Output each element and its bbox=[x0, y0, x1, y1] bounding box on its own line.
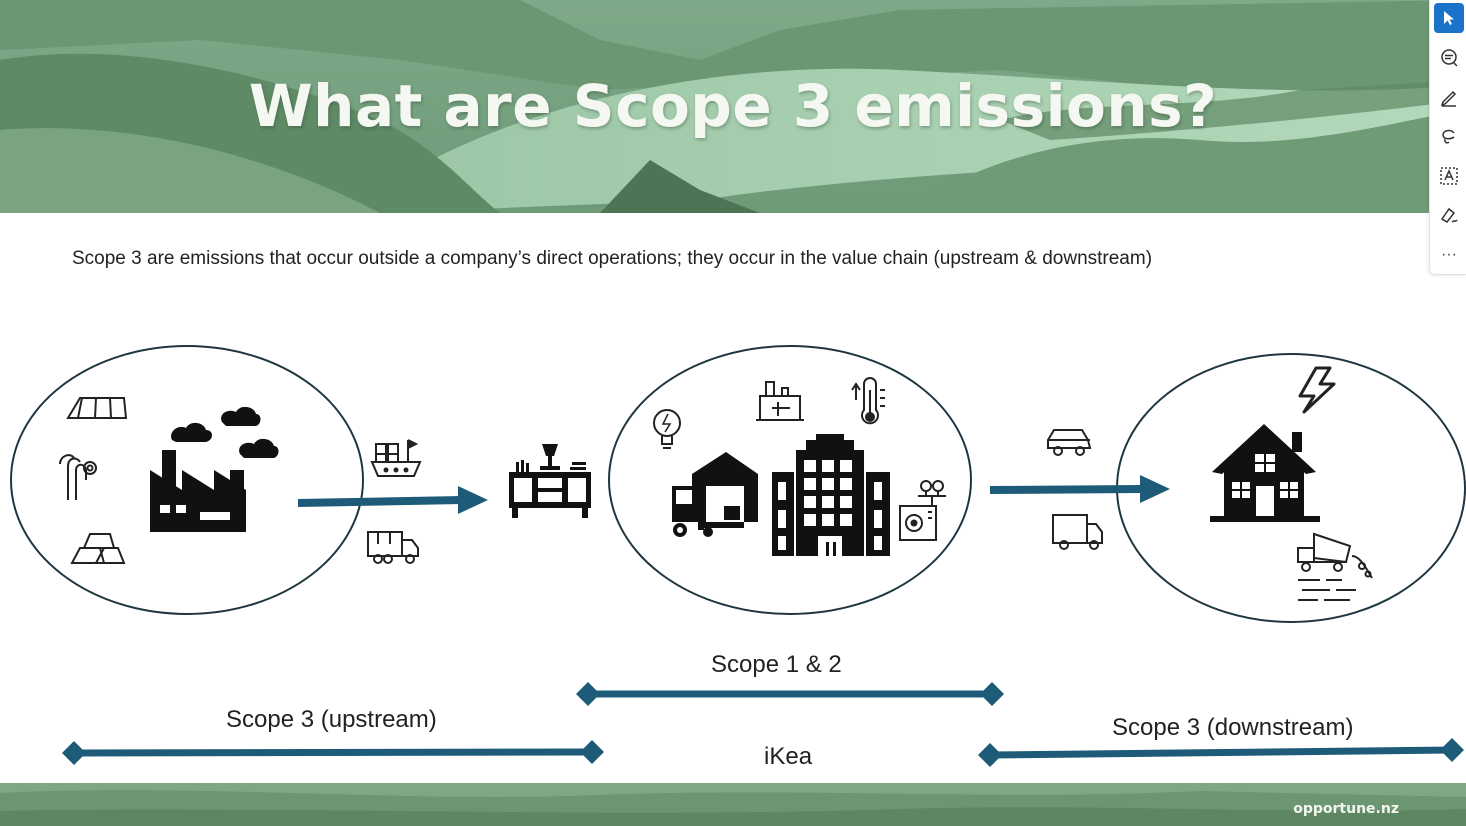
scope12-label: Scope 1 & 2 bbox=[711, 651, 842, 679]
thermometer-icon bbox=[852, 378, 885, 423]
company-label: iKea bbox=[764, 743, 812, 771]
sign-icon[interactable] bbox=[1434, 200, 1464, 230]
car-icon bbox=[1048, 430, 1090, 455]
house-icon bbox=[1210, 424, 1320, 522]
dump-truck-icon bbox=[1298, 534, 1372, 600]
lasso-icon[interactable] bbox=[1434, 122, 1464, 152]
downstream-flow-arrow bbox=[990, 475, 1170, 503]
plant-icon bbox=[756, 382, 804, 420]
text-select-icon[interactable] bbox=[1434, 161, 1464, 191]
scope12-span-line bbox=[576, 682, 1004, 706]
factory-icon bbox=[150, 407, 279, 532]
upstream-flow-arrow bbox=[298, 486, 488, 514]
warehouse-forklift-icon bbox=[672, 452, 758, 537]
refrigeration-icon bbox=[900, 481, 946, 540]
lightbulb-icon bbox=[654, 410, 680, 448]
more-options-icon[interactable]: ··· bbox=[1434, 240, 1464, 270]
footer-landscape-image bbox=[0, 783, 1466, 826]
metal-ingots-icon bbox=[72, 534, 124, 563]
comment-icon[interactable] bbox=[1434, 43, 1464, 73]
delivery-truck-icon bbox=[368, 532, 418, 563]
van-icon bbox=[1053, 515, 1102, 549]
scope3-downstream-label: Scope 3 (downstream) bbox=[1112, 714, 1353, 742]
scope3-upstream-label: Scope 3 (upstream) bbox=[226, 706, 437, 734]
select-arrow-icon[interactable] bbox=[1434, 3, 1464, 33]
pipes-icon bbox=[60, 455, 96, 500]
office-building-icon bbox=[772, 434, 890, 556]
annotation-toolbar: ··· bbox=[1429, 0, 1466, 275]
downstream-span-line bbox=[978, 738, 1464, 767]
lumber-icon bbox=[68, 398, 126, 418]
upstream-span-line bbox=[62, 740, 604, 765]
furniture-sideboard-icon bbox=[509, 444, 591, 518]
cargo-ship-icon bbox=[372, 440, 420, 476]
footer-brand: opportune.nz bbox=[1293, 801, 1399, 817]
footer-banner: opportune.nz bbox=[0, 783, 1466, 826]
lightning-icon bbox=[1300, 368, 1334, 412]
draw-pen-icon[interactable] bbox=[1434, 82, 1464, 112]
